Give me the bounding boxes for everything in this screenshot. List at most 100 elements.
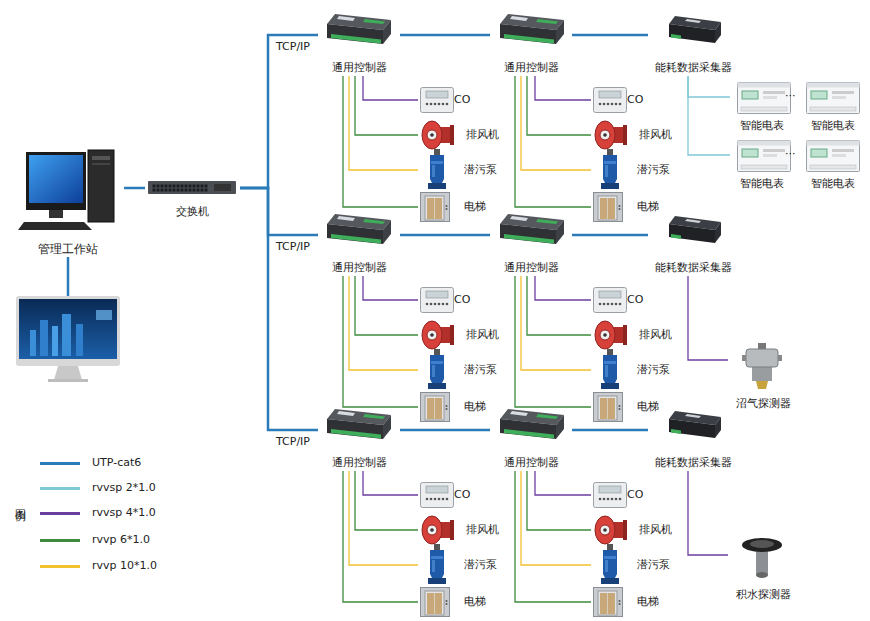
controller-node: 通用控制器 <box>318 407 400 471</box>
co-sensor-illustration <box>421 288 454 313</box>
node-label: 管理工作站 <box>38 242 98 256</box>
node-label: 电梯 <box>637 200 659 214</box>
meter-node: 智能电表 <box>802 78 864 134</box>
co-sensor-illustration <box>594 88 627 113</box>
meter-illustration <box>807 141 860 172</box>
device-node: CO <box>418 84 508 116</box>
illustration-part <box>148 181 236 194</box>
illustration-part <box>30 330 36 356</box>
controller-illustration <box>327 409 391 439</box>
cable-connector <box>124 187 145 190</box>
collector-illustration <box>669 216 721 243</box>
cable-connector <box>521 471 591 565</box>
legend-swatch <box>40 512 80 515</box>
node-label: CO <box>627 488 643 502</box>
cable-connector <box>535 76 591 100</box>
cable-connector <box>400 234 490 237</box>
meter-node: 智能电表 <box>802 136 864 192</box>
fan-illustration <box>422 121 454 149</box>
illustration-part <box>76 324 83 356</box>
device-node: 电梯 <box>418 391 508 423</box>
illustration-part <box>62 314 71 356</box>
device-node: 潜污泵 <box>418 354 508 386</box>
fan-illustration <box>422 321 454 349</box>
node-label: CO <box>627 293 643 307</box>
illustration-part <box>92 156 110 160</box>
illustration-part <box>152 184 208 192</box>
legend-text: rvvp 6*1.0 <box>92 532 150 548</box>
device-node: 电梯 <box>418 586 508 618</box>
controller-node: 通用控制器 <box>490 212 572 276</box>
cable-connector <box>363 471 418 495</box>
legend-swatch <box>40 565 80 568</box>
node-label: 智能电表 <box>811 177 855 191</box>
device-node: 潜污泵 <box>418 154 508 186</box>
node-label: 能耗数据采集器 <box>655 261 732 275</box>
device-node: 电梯 <box>418 191 508 223</box>
controller-illustration <box>327 214 391 244</box>
illustration-part <box>52 326 58 356</box>
illustration-part <box>96 310 112 320</box>
node-label: 能耗数据采集器 <box>655 456 732 470</box>
device-node: CO <box>418 284 508 316</box>
link-label: TCP/IP <box>276 40 310 54</box>
cable-connector <box>521 76 591 170</box>
cable-connector <box>572 234 648 237</box>
controller-node: 通用控制器 <box>490 407 572 471</box>
illustration-part <box>88 150 114 222</box>
controller-illustration <box>327 14 391 44</box>
cable-connector <box>521 276 591 370</box>
elevator-illustration <box>594 393 623 422</box>
link-label: TCP/IP <box>276 435 310 449</box>
cable-connector <box>240 188 318 235</box>
co-sensor-illustration <box>594 288 627 313</box>
node-label: CO <box>454 293 470 307</box>
legend-text: rvvsp 4*1.0 <box>92 505 156 521</box>
meter-illustration <box>738 141 791 172</box>
cable-connector <box>515 76 591 207</box>
node-label: 能耗数据采集器 <box>655 61 732 75</box>
device-node: 排风机 <box>591 514 681 546</box>
node-label: 排风机 <box>639 328 672 342</box>
node-label: 通用控制器 <box>332 261 387 275</box>
node-label: 潜污泵 <box>637 558 670 572</box>
elevator-illustration <box>594 193 623 222</box>
fan-illustration <box>422 516 454 544</box>
node-label: CO <box>627 93 643 107</box>
meter-node: 智能电表 <box>730 136 794 192</box>
meter-illustration <box>807 83 860 114</box>
node-label: 通用控制器 <box>504 61 559 75</box>
meter-node: 智能电表 <box>730 78 794 134</box>
cable-connector <box>363 276 418 300</box>
cable-connector <box>355 76 418 135</box>
cable-connector <box>527 276 591 335</box>
device-node: 排风机 <box>418 119 508 151</box>
elevator-illustration <box>421 588 450 617</box>
collector-node: 能耗数据采集器 <box>648 12 738 76</box>
legend-entry: rvvsp 4*1.0 <box>40 505 180 521</box>
legend-entry: rvvp 10*1.0 <box>40 558 180 574</box>
node-label: 智能电表 <box>740 119 784 133</box>
illustration-part <box>214 184 231 191</box>
controller-illustration <box>500 409 564 439</box>
water-detector-illustration <box>742 538 782 578</box>
co-sensor-illustration <box>421 483 454 508</box>
cable-connector <box>535 471 591 495</box>
illustration-part <box>49 210 63 218</box>
node-label: 智能电表 <box>811 119 855 133</box>
fan-illustration <box>595 516 627 544</box>
co-sensor-illustration <box>594 483 627 508</box>
device-node: 排风机 <box>418 319 508 351</box>
pump-illustration <box>601 544 619 584</box>
illustration-part <box>19 299 117 359</box>
device-node: CO <box>591 284 681 316</box>
node-label: 通用控制器 <box>504 456 559 470</box>
illustration-part <box>16 296 120 366</box>
device-node: 电梯 <box>591 391 681 423</box>
node-label: 通用控制器 <box>504 261 559 275</box>
cable-connector <box>515 276 591 407</box>
controller-node: 通用控制器 <box>490 12 572 76</box>
legend-text: rvvp 10*1.0 <box>92 558 157 574</box>
meter-illustration <box>738 83 791 114</box>
